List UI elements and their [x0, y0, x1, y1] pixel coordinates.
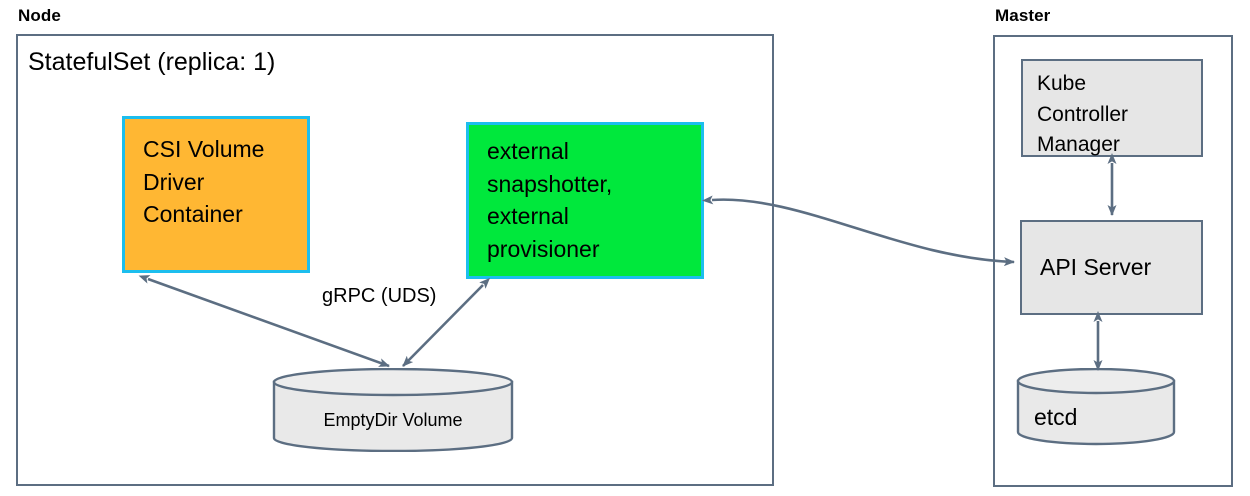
external-components-line-1: external — [487, 138, 569, 164]
node-group-label: Node — [18, 6, 61, 25]
etcd-cylinder[interactable]: etcd — [1016, 367, 1176, 446]
kube-controller-manager-line-3: Manager — [1037, 133, 1120, 157]
cylinder-shape — [1016, 367, 1176, 446]
csi-driver-line-3: Container — [143, 201, 243, 228]
kube-controller-manager-line-2: Controller — [1037, 102, 1129, 126]
kube-controller-manager-box[interactable]: Kube Controller Manager — [1021, 59, 1203, 157]
grpc-uds-edge-label: gRPC (UDS) — [322, 285, 437, 307]
external-components-line-4: provisioner — [487, 235, 600, 262]
kube-controller-manager-line-1: Kube — [1037, 72, 1087, 95]
external-components-box[interactable]: external snapshotter, external provision… — [466, 122, 704, 279]
api-server-label: API Server — [1040, 253, 1152, 280]
csi-volume-driver-container-box[interactable]: CSI Volume Driver Container — [122, 116, 310, 273]
external-components-line-2: snapshotter, — [487, 170, 613, 197]
api-server-box[interactable]: API Server — [1020, 220, 1203, 315]
statefulset-title: StatefulSet (replica: 1) — [28, 48, 276, 76]
external-components-line-3: external — [487, 203, 569, 230]
csi-driver-line-1: CSI Volume — [143, 136, 265, 162]
emptydir-volume-cylinder[interactable]: EmptyDir Volume — [272, 367, 514, 453]
cylinder-shape — [272, 367, 514, 453]
master-group-label: Master — [995, 6, 1051, 25]
csi-driver-line-2: Driver — [143, 168, 205, 195]
